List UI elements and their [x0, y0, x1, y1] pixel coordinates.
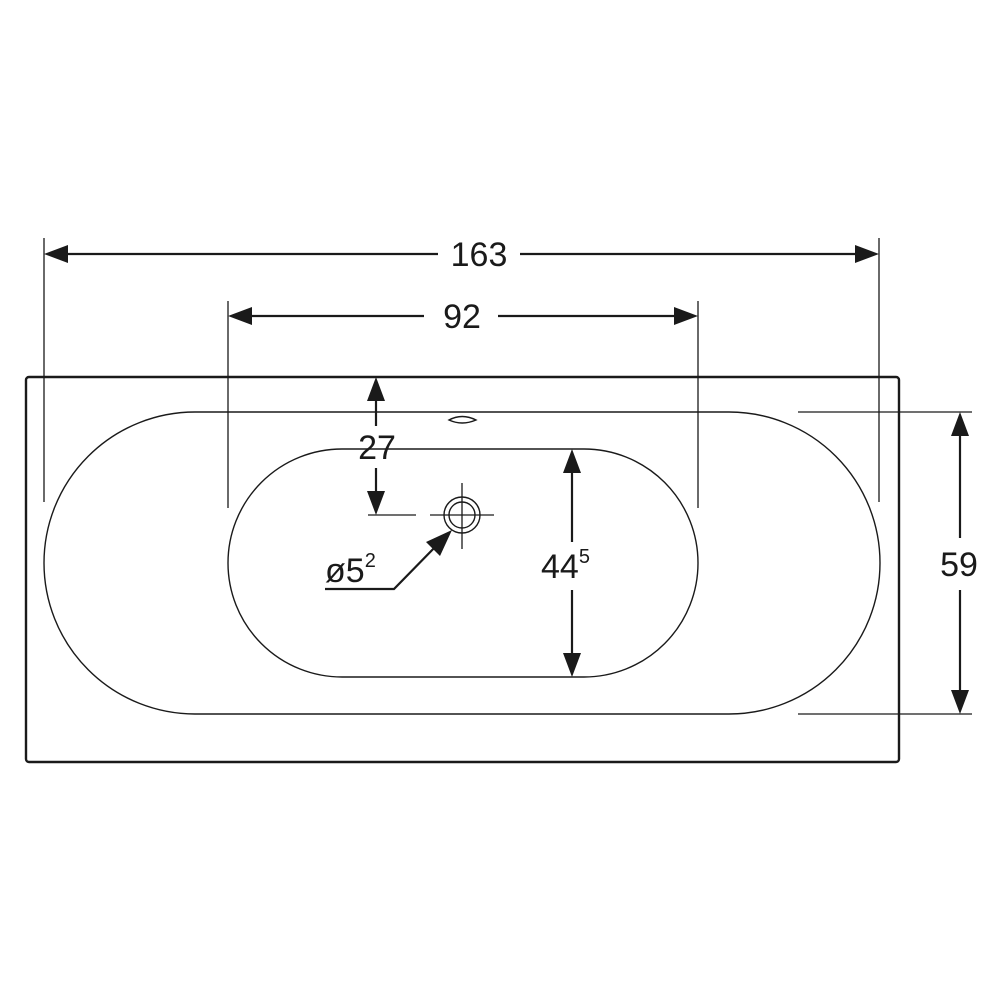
overall-depth-label: 59 — [940, 546, 978, 584]
overflow-slot — [447, 415, 478, 424]
dimension-overall-depth: 59 — [798, 411, 978, 715]
tub-outer-rim — [24, 375, 901, 764]
tub-inner-basin — [227, 448, 699, 678]
inner-depth-label: 445 — [541, 546, 590, 586]
dimension-drain-offset: 27 — [358, 377, 416, 516]
overall-width-label: 163 — [451, 236, 508, 274]
drain-offset-label: 27 — [358, 429, 396, 467]
dimension-overall-width: 163 — [43, 236, 880, 502]
dimension-inner-depth: 445 — [541, 449, 590, 677]
drain-diameter-callout: ø52 — [325, 530, 452, 591]
drain-icon — [430, 483, 494, 549]
basin-spacing-label: 92 — [443, 298, 481, 336]
drain-diameter-label: ø52 — [325, 550, 376, 590]
tub-outer-basin — [43, 411, 881, 715]
dimension-basin-spacing: 92 — [227, 298, 699, 508]
